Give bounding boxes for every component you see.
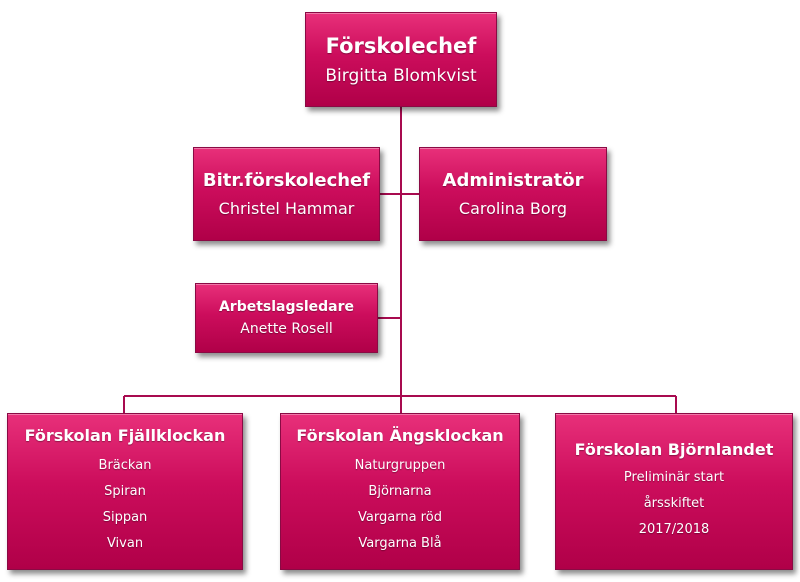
node-arbetslagsledare: Arbetslagsledare Anette Rosell xyxy=(195,283,378,353)
node-name: Birgitta Blomkvist xyxy=(325,65,477,86)
node-administrator: Administratör Carolina Borg xyxy=(419,147,607,241)
node-name: Christel Hammar xyxy=(218,199,355,218)
node-forskolechef: Förskolechef Birgitta Blomkvist xyxy=(305,12,497,107)
group-item: Naturgruppen xyxy=(354,458,446,473)
node-forskolan-angsklockan: Förskolan Ängsklockan Naturgruppen Björn… xyxy=(280,413,520,570)
group-item: Vargarna Blå xyxy=(358,536,442,551)
node-title: Bitr.förskolechef xyxy=(202,170,371,191)
node-name: Anette Rosell xyxy=(240,321,333,337)
info-line: årsskiftet xyxy=(643,496,705,511)
node-title: Förskolan Björnlandet xyxy=(574,440,774,459)
group-item: Vivan xyxy=(106,536,144,551)
node-bitr-forskolechef: Bitr.förskolechef Christel Hammar xyxy=(193,147,380,241)
node-title: Förskolechef xyxy=(325,33,477,58)
group-item: Bräckan xyxy=(98,458,152,473)
node-title: Förskolan Fjällklockan xyxy=(24,426,226,445)
node-title: Administratör xyxy=(442,170,584,191)
group-item: Spiran xyxy=(104,484,146,499)
info-line: 2017/2018 xyxy=(638,522,710,537)
group-item: Björnarna xyxy=(368,484,432,499)
group-item: Sippan xyxy=(102,510,148,525)
node-name: Carolina Borg xyxy=(458,199,568,218)
node-title: Arbetslagsledare xyxy=(218,299,355,315)
node-forskolan-bjornlandet: Förskolan Björnlandet Preliminär start å… xyxy=(555,413,793,570)
group-item: Vargarna röd xyxy=(358,510,442,525)
node-title: Förskolan Ängsklockan xyxy=(296,426,504,445)
info-line: Preliminär start xyxy=(623,470,725,485)
node-forskolan-fjallklockan: Förskolan Fjällklockan Bräckan Spiran Si… xyxy=(7,413,243,570)
